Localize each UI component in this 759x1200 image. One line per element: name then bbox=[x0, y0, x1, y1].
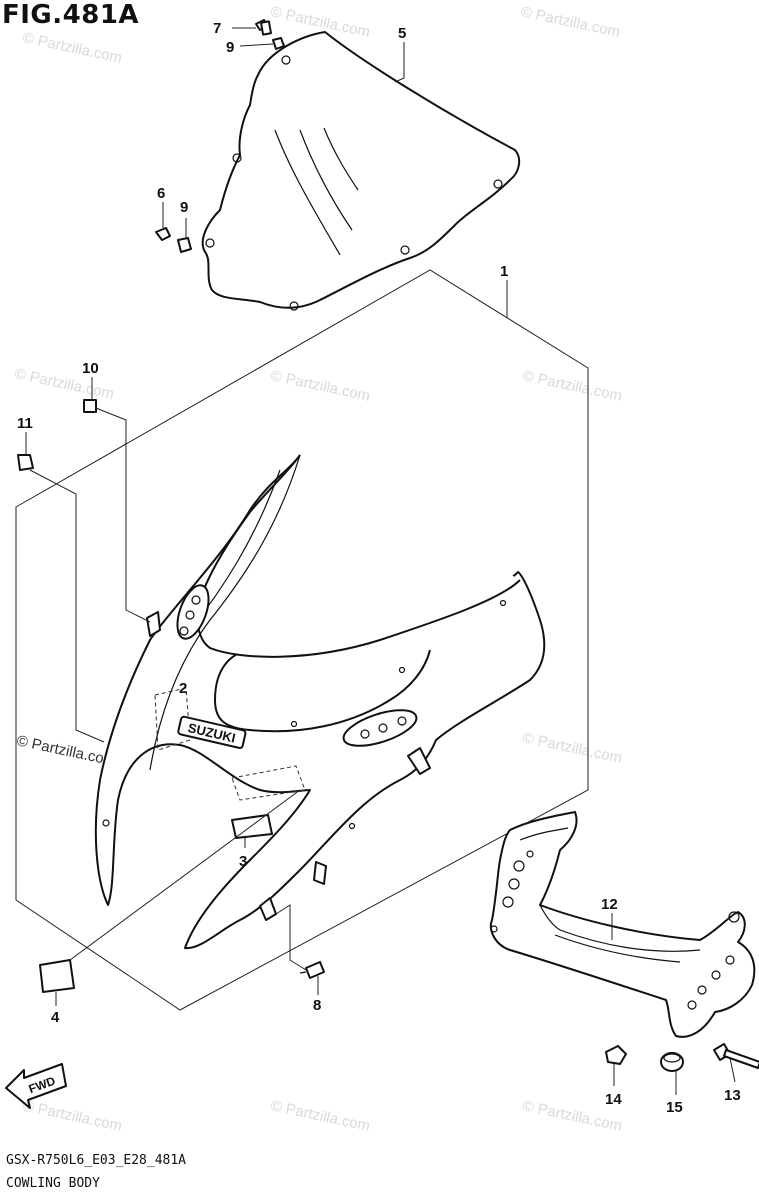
callout-2: 2 bbox=[179, 680, 187, 697]
leader-5 bbox=[394, 42, 405, 83]
watermark: © Partzilla.com bbox=[521, 367, 623, 405]
callout-11: 11 bbox=[17, 415, 33, 432]
callout-13: 13 bbox=[724, 1087, 741, 1104]
nut-9-left bbox=[177, 237, 192, 253]
callout-7: 7 bbox=[213, 20, 221, 37]
callout-labels: 1 2 3 4 5 6 7 8 9 9 10 11 12 13 14 15 bbox=[17, 20, 741, 1116]
callout-5: 5 bbox=[398, 25, 406, 42]
windscreen bbox=[201, 31, 521, 311]
callout-10: 10 bbox=[82, 360, 99, 377]
leader-11-route bbox=[29, 469, 105, 743]
callout-9-left: 9 bbox=[180, 199, 188, 216]
nut-11 bbox=[17, 454, 34, 471]
leader-3 bbox=[244, 835, 251, 848]
fwd-arrow-icon: FWD bbox=[5, 1063, 67, 1109]
callout-6: 6 bbox=[157, 185, 165, 202]
watermark: © Partzilla.com bbox=[521, 729, 623, 767]
cushion-3-location bbox=[231, 765, 306, 801]
leader-4-box bbox=[69, 789, 301, 961]
leader-13 bbox=[729, 1057, 736, 1083]
callout-3: 3 bbox=[239, 853, 247, 870]
watermark: © Partzilla.com bbox=[519, 3, 621, 41]
nut-14 bbox=[605, 1045, 627, 1065]
watermark-dark: © Partzilla.com bbox=[15, 732, 117, 770]
leader-9-top bbox=[239, 43, 274, 47]
assembly-box bbox=[15, 269, 589, 1011]
callout-12: 12 bbox=[601, 896, 618, 913]
callout-14: 14 bbox=[605, 1091, 622, 1108]
watermark: © Partzilla.com bbox=[269, 367, 371, 405]
nut-10 bbox=[83, 399, 97, 413]
cowling-brace bbox=[490, 811, 756, 1038]
cushion-4 bbox=[39, 959, 75, 993]
callout-15: 15 bbox=[666, 1099, 683, 1116]
watermark: © Partzilla.com bbox=[21, 29, 123, 67]
callout-8: 8 bbox=[313, 997, 321, 1014]
cushion-15 bbox=[660, 1052, 684, 1072]
watermark: © Partzilla.com bbox=[269, 1097, 371, 1135]
callout-1: 1 bbox=[500, 263, 508, 280]
figure-code: GSX-R750L6_E03_E28_481A bbox=[6, 1153, 187, 1168]
screw-7 bbox=[255, 19, 272, 36]
watermark: © Partzilla.com bbox=[13, 365, 115, 403]
figure-name: COWLING BODY bbox=[6, 1176, 100, 1191]
figure-title: FIG.481A bbox=[2, 0, 140, 30]
screw-6 bbox=[155, 227, 171, 241]
cowling-body bbox=[94, 454, 546, 950]
callout-9-top: 9 bbox=[226, 39, 234, 56]
leader-10-route bbox=[95, 407, 151, 623]
screw-8 bbox=[299, 961, 325, 979]
nut-9-top bbox=[272, 37, 285, 50]
leader-8-route bbox=[275, 904, 307, 971]
cushion-3 bbox=[231, 814, 273, 839]
bolt-13 bbox=[713, 1043, 759, 1069]
callout-4: 4 bbox=[51, 1009, 60, 1026]
watermark: © Partzilla.com bbox=[21, 1097, 123, 1135]
